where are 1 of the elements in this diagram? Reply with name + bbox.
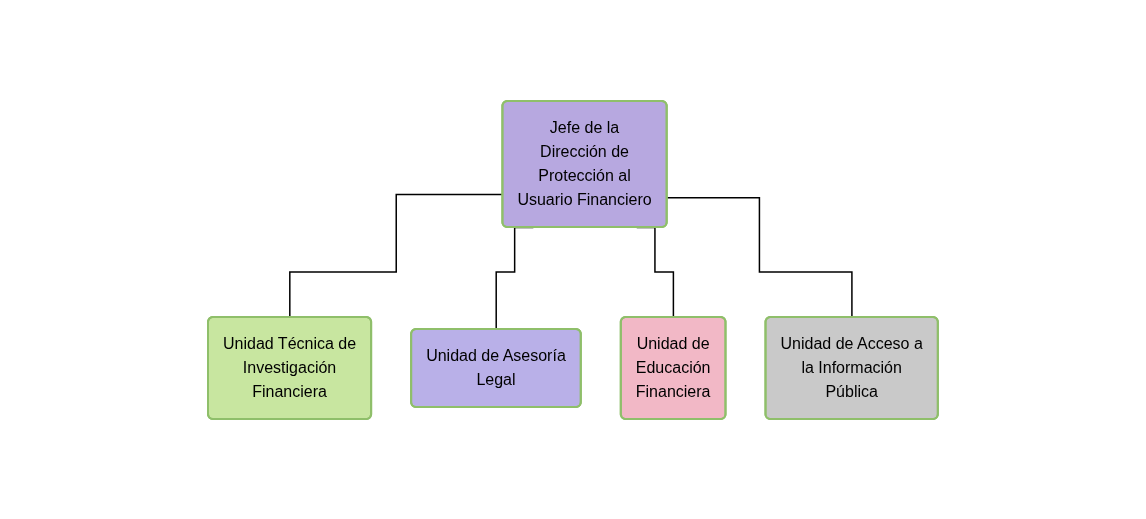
connector (666, 196, 853, 318)
